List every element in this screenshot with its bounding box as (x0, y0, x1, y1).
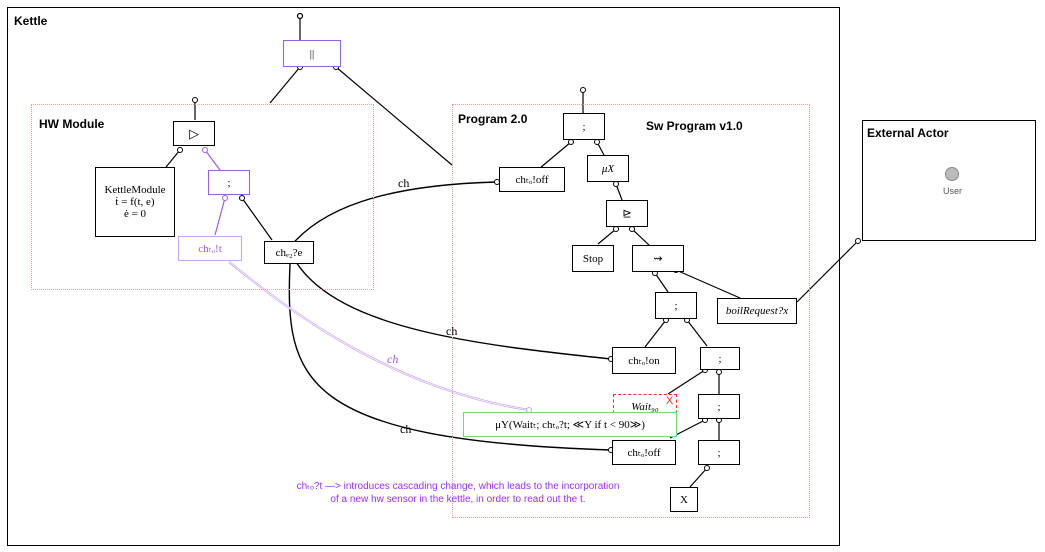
external-actor-title: External Actor (867, 126, 949, 140)
semicolon-top-node: ; (563, 113, 605, 140)
channel-label-3: ch (387, 352, 399, 366)
change-note-line1: chₜₒ?t —> introduces cascading change, w… (296, 481, 620, 492)
removed-x-mark: X (666, 395, 674, 407)
channel-label-2: ch (446, 324, 458, 338)
parallel-node: || (283, 40, 341, 67)
kettle-module-eq1: ṫ = f(t, e) (115, 196, 155, 208)
program-title: Program 2.0 (458, 112, 528, 126)
semicolon-r3-node: ; (698, 440, 740, 465)
hw-module-title: HW Module (39, 117, 105, 131)
interrupt-node: ⇝ (632, 245, 684, 272)
semicolon-r1-node: ; (700, 347, 740, 370)
ch-off-bottom-node: chₜₒ!off (612, 440, 676, 465)
ch-t-out-node: chₜₒ!t (178, 236, 242, 261)
channel-label-1: ch (398, 176, 410, 190)
seq-node-hw: ▷ (173, 121, 215, 146)
change-note-line2: of a new hw sensor in the kettle, in ord… (330, 494, 586, 505)
change-note: chₜₒ?t —> introduces cascading change, w… (258, 480, 658, 506)
user-label: User (943, 186, 963, 196)
choice-node: ⊵ (606, 200, 648, 227)
ch-on-node: chₜₒ!on (612, 347, 676, 374)
mu-x-node: μX (587, 155, 629, 182)
ch-off-top-node: chₜₒ!off (499, 167, 565, 192)
kettle-module-name: KettleModule (104, 184, 166, 196)
external-actor-container (862, 120, 1036, 241)
kettle-module-node: KettleModule ṫ = f(t, e) ė = 0 (95, 167, 175, 237)
semicolon-mid-node: ; (655, 292, 697, 319)
hw-module-container (31, 104, 374, 290)
sw-program-title: Sw Program v1.0 (646, 119, 743, 133)
semicolon-hw-node: ; (208, 170, 250, 195)
kettle-title: Kettle (14, 14, 48, 28)
ch-e-in-node: chₑ₂?e (264, 241, 314, 264)
kettle-module-eq2: ė = 0 (123, 208, 147, 220)
user-icon (945, 167, 959, 181)
channel-label-4: ch (400, 422, 412, 436)
program-container (452, 104, 810, 518)
mu-y-node: μY(Waitₜ; chₜₒ?t; ≪Y if t < 90≫) (463, 412, 677, 437)
boil-request-node: boilRequest?x (717, 298, 797, 324)
x-leaf-node: X (670, 487, 698, 512)
semicolon-r2-node: ; (698, 394, 740, 419)
stop-node: Stop (572, 245, 614, 272)
kettle-container (7, 7, 840, 546)
